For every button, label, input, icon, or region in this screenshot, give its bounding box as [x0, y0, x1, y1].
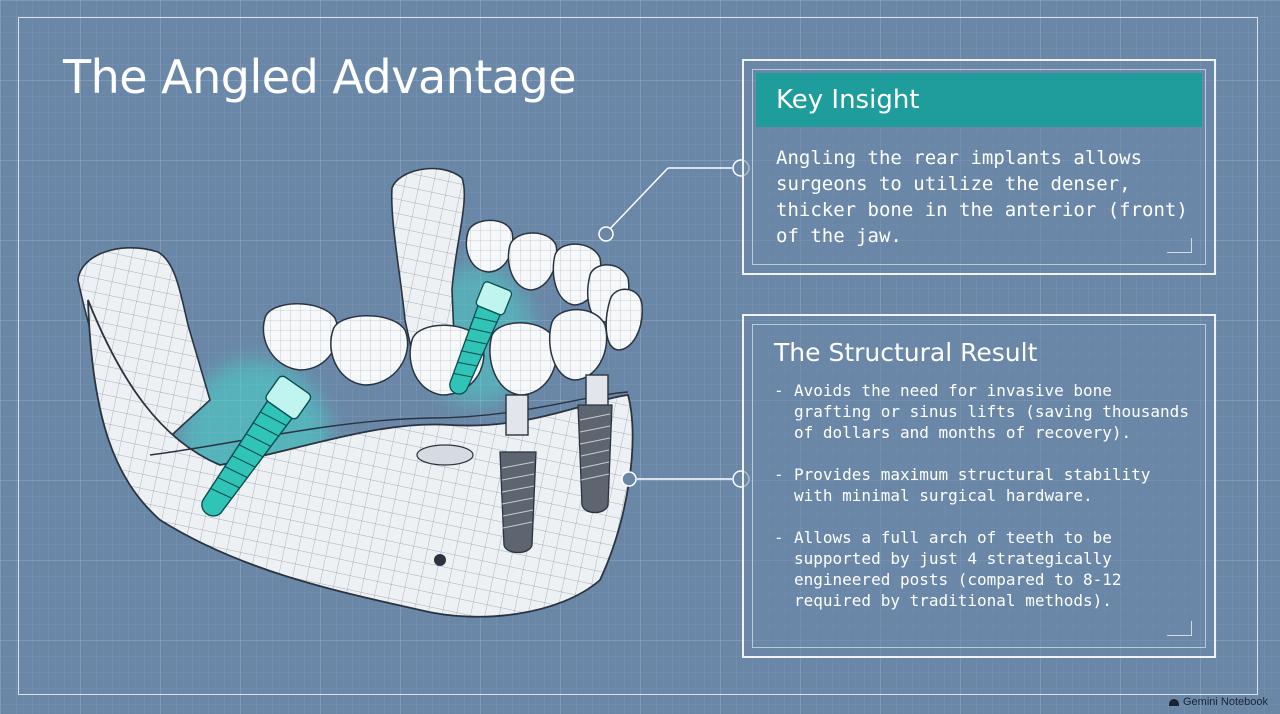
page-title: The Angled Advantage	[63, 50, 577, 104]
key-insight-card: Key Insight Angling the rear implants al…	[742, 59, 1216, 275]
notebook-badge: Gemini Notebook	[1169, 696, 1268, 708]
blueprint-frame	[18, 17, 1258, 695]
list-item: Provides maximum structural stability wi…	[774, 464, 1194, 506]
notebook-badge-label: Gemini Notebook	[1183, 696, 1268, 708]
structural-result-title: The Structural Result	[774, 338, 1038, 367]
list-item: Avoids the need for invasive bone grafti…	[774, 380, 1194, 443]
list-item: Allows a full arch of teeth to be suppor…	[774, 527, 1194, 611]
corner-marker	[1167, 238, 1192, 253]
structural-result-card: The Structural Result Avoids the need fo…	[742, 314, 1216, 658]
structural-result-list: Avoids the need for invasive bone grafti…	[774, 380, 1194, 632]
notebook-logo-icon	[1169, 698, 1179, 706]
key-insight-title: Key Insight	[776, 85, 920, 115]
key-insight-header: Key Insight	[756, 73, 1202, 127]
key-insight-body: Angling the rear implants allows surgeon…	[776, 147, 1188, 247]
corner-marker	[1167, 621, 1192, 636]
